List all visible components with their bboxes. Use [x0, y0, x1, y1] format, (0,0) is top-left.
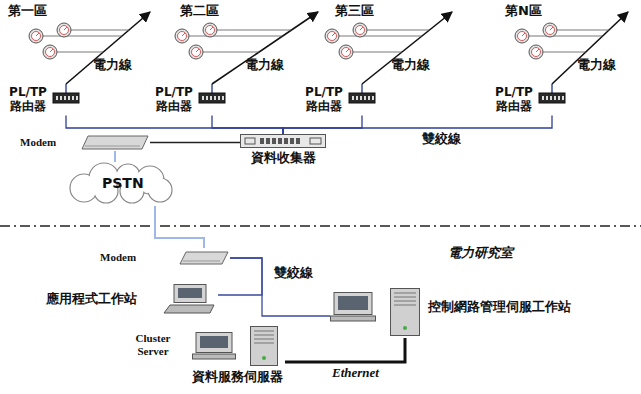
router-icon — [53, 93, 79, 103]
power-line — [29, 12, 150, 93]
power-line-label: 電力線 — [93, 58, 132, 73]
connector-line — [66, 116, 283, 134]
server-workstation: 控制網路管理伺服工作站 — [330, 288, 573, 338]
connector-line — [285, 338, 405, 362]
device-label: PL/TP 路由器 — [492, 86, 536, 114]
power-zones — [29, 12, 628, 93]
zone-label: 第一區 — [8, 4, 47, 19]
device-label: Cluster Server — [130, 332, 176, 357]
device-label: PSTN — [102, 175, 144, 191]
connector-line — [150, 142, 240, 143]
router-icon — [199, 93, 225, 103]
modem-device: Modem — [20, 136, 150, 151]
router-icon — [539, 93, 565, 103]
device-label: PL/TP 路由器 — [152, 86, 196, 114]
modem-icon — [82, 136, 148, 149]
connector-line — [114, 151, 116, 162]
connector-label: Ethernet — [330, 366, 381, 381]
connector-line — [283, 116, 362, 134]
connector-label: 雙絞線 — [272, 266, 315, 281]
workstation: 應用程式工作站 — [46, 284, 218, 316]
connector-line — [230, 258, 330, 316]
tower-icon — [250, 326, 278, 366]
device-label: 資料收集器 — [240, 151, 326, 166]
electric-meter — [175, 29, 189, 43]
monitor-icon — [330, 292, 376, 322]
power-line-label: 電力線 — [391, 58, 430, 73]
pstn-cloud: PSTN — [62, 162, 180, 206]
tower-icon — [390, 288, 420, 336]
room-label: 電力研究室 — [448, 246, 513, 261]
electric-meter — [339, 45, 353, 59]
router-icon — [349, 93, 375, 103]
zone-label: 第三區 — [335, 4, 374, 19]
electric-meter — [189, 45, 203, 59]
electric-meter — [325, 29, 339, 43]
power-line — [175, 12, 318, 93]
electric-meter — [57, 23, 71, 37]
electric-meter — [529, 45, 543, 59]
router-device: PL/TP 路由器 — [302, 86, 377, 116]
electric-meter — [29, 29, 43, 43]
zone-label: 第N區 — [505, 4, 542, 19]
connector-line — [212, 116, 283, 134]
electric-meter — [515, 29, 529, 43]
separator-line — [0, 225, 641, 227]
connector-label: 雙絞線 — [420, 132, 463, 147]
monitor-icon — [192, 332, 236, 360]
data-collector: 資料收集器 — [240, 134, 328, 168]
electric-meter — [353, 23, 367, 37]
electric-meter — [543, 23, 557, 37]
modem-icon — [180, 252, 228, 264]
router-device: PL/TP 路由器 — [492, 86, 567, 116]
device-label: Modem — [20, 136, 56, 149]
device-label: PL/TP 路由器 — [302, 86, 346, 114]
cluster-server: Cluster Server 資料服務伺服器 — [130, 326, 285, 387]
zone-label: 第二區 — [180, 4, 219, 19]
pc-icon — [164, 284, 216, 314]
connector-line — [155, 206, 204, 248]
power-line — [325, 12, 452, 93]
device-label: PL/TP 路由器 — [6, 86, 50, 114]
device-label: 控制網路管理伺服工作站 — [428, 300, 571, 315]
collector-icon — [240, 134, 326, 148]
electric-meter — [203, 23, 217, 37]
connector-line — [218, 258, 262, 295]
connector-line — [283, 116, 552, 134]
power-line-label: 電力線 — [577, 58, 616, 73]
power-line — [515, 12, 628, 93]
power-line-label: 電力線 — [245, 58, 284, 73]
modem-device: Modem — [100, 248, 230, 266]
device-label: 應用程式工作站 — [46, 292, 137, 307]
router-device: PL/TP 路由器 — [152, 86, 227, 116]
router-device: PL/TP 路由器 — [6, 86, 81, 116]
device-label: 資料服務伺服器 — [192, 370, 283, 385]
electric-meter — [43, 45, 57, 59]
device-label: Modem — [100, 251, 136, 264]
